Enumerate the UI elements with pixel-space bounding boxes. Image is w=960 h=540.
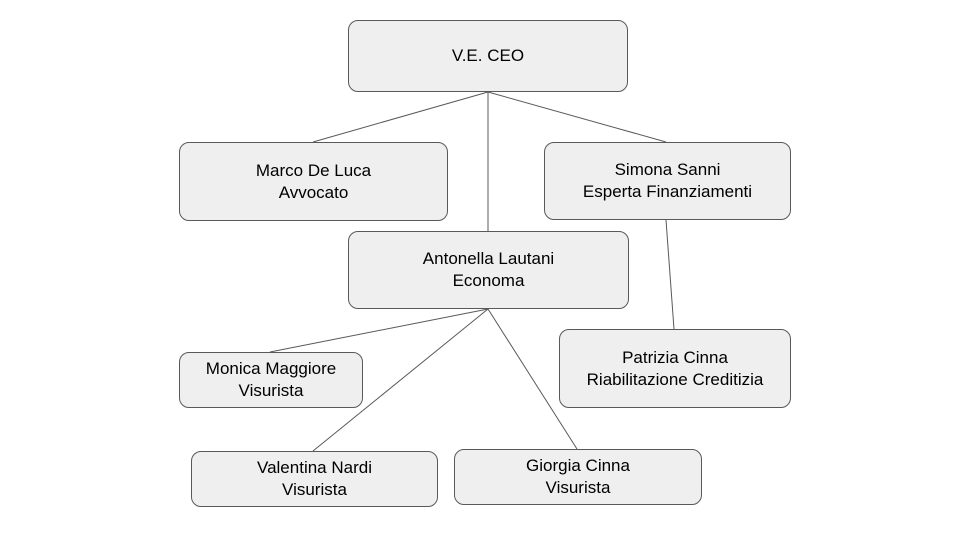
node-ceo: V.E. CEO — [348, 20, 628, 92]
node-simona-sanni: Simona Sanni Esperta Finanziamenti — [544, 142, 791, 220]
node-valentina-role: Visurista — [282, 480, 347, 499]
edge-simona-patrizia — [665, 219, 675, 330]
node-patrizia-cinna: Patrizia Cinna Riabilitazione Creditizia — [559, 329, 791, 408]
node-giorgia-cinna: Giorgia Cinna Visurista — [454, 449, 702, 505]
node-monica-name: Monica Maggiore — [205, 359, 337, 378]
node-marco-name: Marco De Luca — [255, 160, 372, 180]
node-antonella-role: Economa — [452, 271, 525, 290]
node-monica-maggiore: Monica Maggiore Visurista — [179, 352, 363, 408]
node-simona-name: Simona Sanni — [614, 160, 721, 179]
node-patrizia-name: Patrizia Cinna — [622, 347, 728, 367]
node-simona-role: Esperta Finanziamenti — [582, 182, 753, 201]
node-marco-role: Avvocato — [278, 182, 349, 202]
node-giorgia-role: Visurista — [545, 478, 611, 497]
edge-antonella-valentina — [312, 308, 489, 452]
edge-ceo-marco — [312, 91, 489, 143]
node-patrizia-role: Riabilitazione Creditizia — [586, 369, 764, 389]
node-monica-role: Visurista — [238, 381, 304, 400]
node-marco-de-luca: Marco De Luca Avvocato — [179, 142, 448, 221]
edge-antonella-monica — [269, 308, 489, 353]
node-valentina-name: Valentina Nardi — [257, 458, 372, 477]
node-giorgia-name: Giorgia Cinna — [526, 456, 630, 475]
edge-ceo-simona — [487, 91, 667, 143]
node-ceo-line-1: V.E. CEO — [451, 46, 525, 65]
node-antonella-lautani: Antonella Lautani Economa — [348, 231, 629, 309]
node-antonella-name: Antonella Lautani — [422, 249, 555, 268]
edge-antonella-giorgia — [487, 308, 578, 450]
node-valentina-nardi: Valentina Nardi Visurista — [191, 451, 438, 507]
